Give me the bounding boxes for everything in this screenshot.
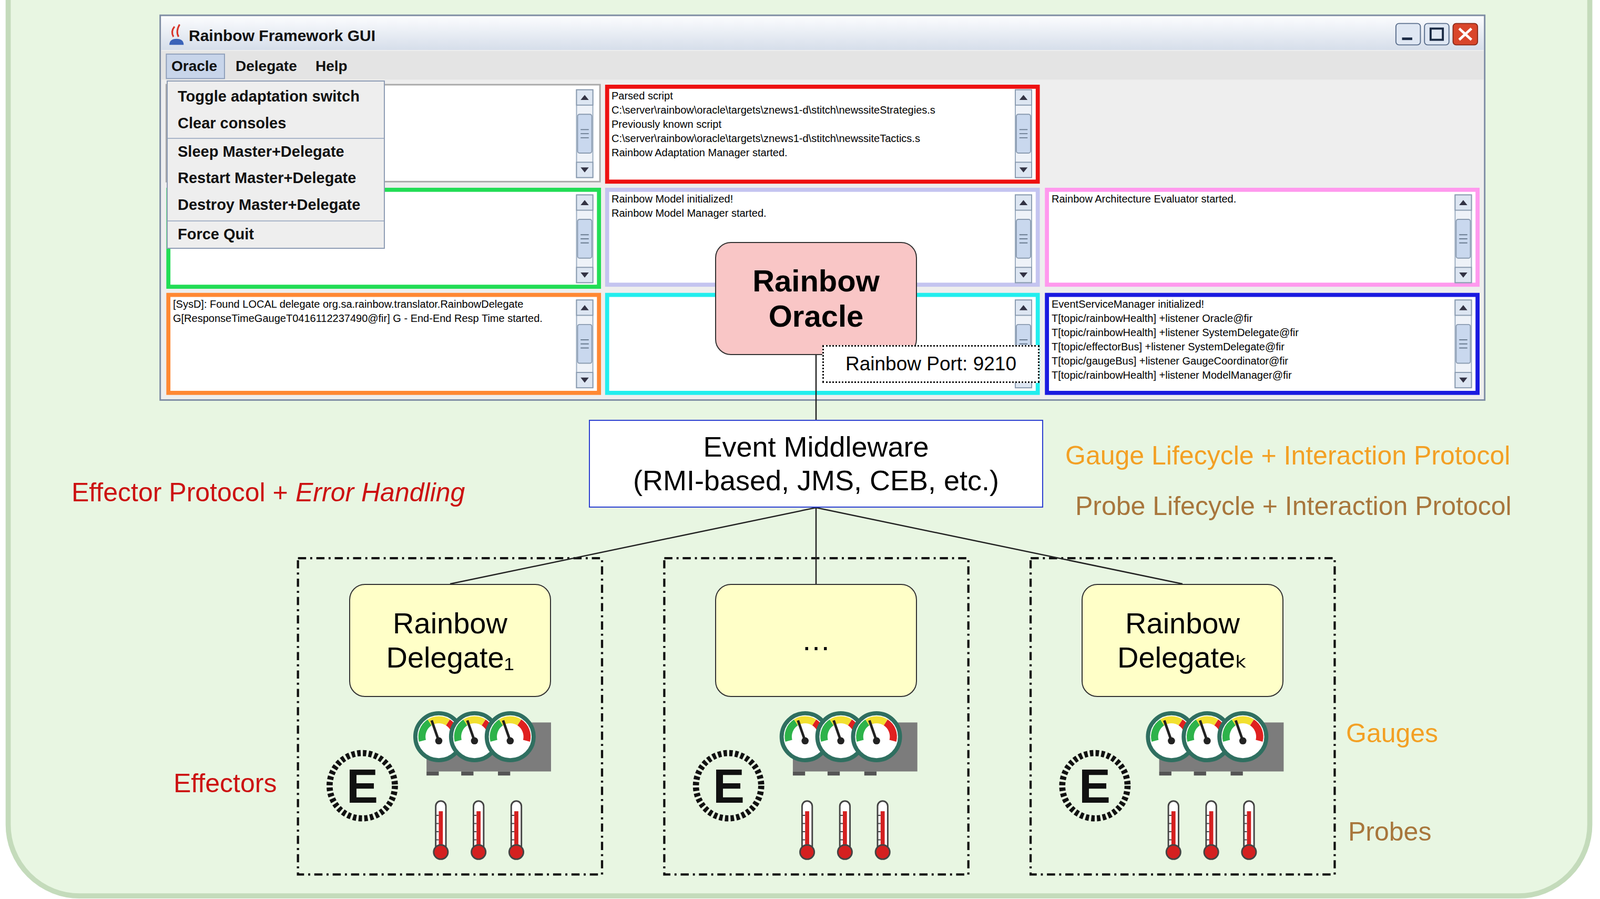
node-text: (RMI-based, JMS, CEB, etc.) (633, 463, 1000, 498)
annotation-label: Probes (1348, 816, 1432, 848)
annotation-label: Error Handling (295, 477, 465, 508)
node-text: T[topic/rainbowHealth] +listener Oracle@… (1051, 311, 1454, 326)
port-label-box: Rainbow Port: 9210 (822, 344, 1040, 383)
node-text: Force Quit (177, 226, 254, 243)
gui-window (169, 38, 184, 46)
node-text: Restart Master+Delegate (177, 169, 356, 187)
node-text: T[topic/effectorBus] +listener SystemDel… (1051, 339, 1454, 354)
gui-window (1395, 23, 1421, 46)
node-text: Rainbow Framework GUI (188, 26, 376, 45)
node-text: Destroy Master+Delegate (177, 196, 361, 214)
console-pane: Parsed scriptC:\server\rainbow\oracle\ta… (605, 84, 1041, 184)
middleware-box: Event Middleware(RMI-based, JMS, CEB, et… (588, 419, 1044, 508)
console-pane: EventServiceManager initialized!T[topic/… (1045, 292, 1481, 395)
node-text: T[topic/rainbowHealth] +listener ModelMa… (1051, 368, 1454, 383)
annotation-label: Delegate (235, 57, 298, 75)
connector-line (815, 354, 818, 420)
node-text: T[topic/rainbowHealth] +listener SystemD… (1051, 325, 1454, 340)
gui-window (168, 294, 599, 393)
delegate-groups (664, 557, 968, 874)
gui-window (1015, 89, 1032, 178)
annotation-label: Help (315, 57, 348, 75)
node-text: C:\server\rainbow\oracle\targets\znews1-… (611, 131, 1014, 146)
node-text: Rainbow Oracle (721, 263, 911, 334)
node-text: Rainbow Adaptation Manager started. (611, 145, 1014, 160)
annotation-label: Effector Protocol + (71, 477, 289, 508)
gui-window (1454, 299, 1472, 388)
annotation-label: Probe Lifecycle + Interaction Protocol (1075, 491, 1512, 522)
node-text: Rainbow Delegate₁ (355, 606, 545, 675)
menu-separator (167, 137, 384, 139)
node-text: G[ResponseTimeGaugeT0416112237490@fir] G… (172, 311, 576, 326)
gui-window (1402, 37, 1413, 40)
gui-window (1430, 28, 1443, 40)
connector-line (450, 507, 817, 584)
annotation-label: Gauge Lifecycle + Interaction Protocol (1065, 440, 1511, 472)
gui-window (1459, 28, 1472, 40)
node-text: Rainbow Delegateₖ (1087, 606, 1278, 675)
dropdown-menu: Toggle adaptation switchClear consolesSl… (166, 80, 385, 249)
gui-window (161, 16, 1484, 50)
gui-window (1454, 195, 1472, 283)
green-panel (8, 0, 1591, 896)
node-text: EventServiceManager initialized! (1051, 297, 1454, 312)
gui-window (171, 24, 180, 37)
node-text: Clear consoles (177, 115, 287, 132)
annotation-label: Oracle (171, 57, 218, 75)
menu-separator (167, 220, 384, 222)
delegate-groups (298, 557, 1335, 874)
gui-window (576, 89, 593, 178)
connector-line (815, 507, 818, 584)
node-text: Toggle adaptation switch (177, 88, 360, 106)
green-panel (8, 0, 1591, 896)
node-text: Rainbow Port: 9210 (845, 352, 1017, 375)
node-text: Parsed script (611, 88, 1014, 104)
gui-window (576, 299, 593, 388)
node-text: Event Middleware (702, 430, 929, 464)
delegate-groups (1030, 557, 1335, 874)
gui-window (166, 54, 225, 79)
node-text: C:\server\rainbow\oracle\targets\znews1-… (611, 103, 1014, 118)
gui-window (1046, 294, 1478, 393)
effector-letter: E (712, 759, 745, 814)
gui-window (1015, 195, 1032, 283)
node-text: … (801, 623, 831, 657)
node-text: Sleep Master+Delegate (177, 143, 345, 161)
delegate-groups (298, 557, 603, 874)
node-text: Rainbow Model Manager started. (611, 206, 1014, 221)
effector-letter: E (346, 759, 379, 814)
gui-window (576, 195, 593, 283)
console-pane: [SysD]: Found LOCAL delegate org.sa.rain… (166, 292, 602, 395)
gui-window (1453, 23, 1479, 46)
gui-window (1424, 23, 1450, 46)
console-pane: Rainbow Architecture Evaluator started. (1045, 187, 1481, 287)
node-text: T[topic/gaugeBus] +listener GaugeCoordin… (1051, 353, 1454, 369)
gui-window (160, 15, 1485, 400)
delegate-box: … (715, 583, 917, 697)
annotation-label: Effectors (173, 768, 277, 799)
gui-window (1046, 189, 1478, 285)
gui-window (161, 51, 1484, 80)
gui-window (160, 15, 1485, 400)
oracle-box: Rainbow Oracle (715, 241, 917, 355)
node-text: Rainbow Model initialized! (611, 191, 1014, 207)
annotation-label: Gauges (1346, 718, 1439, 749)
gui-window (607, 86, 1038, 182)
delegate-box: Rainbow Delegate₁ (349, 583, 552, 697)
delegate-box: Rainbow Delegateₖ (1081, 583, 1284, 697)
node-text: Rainbow Architecture Evaluator started. (1051, 191, 1454, 207)
node-text: Previously known script (611, 117, 1014, 132)
node-text: [SysD]: Found LOCAL delegate org.sa.rain… (172, 297, 576, 312)
effector-letter: E (1078, 759, 1111, 814)
